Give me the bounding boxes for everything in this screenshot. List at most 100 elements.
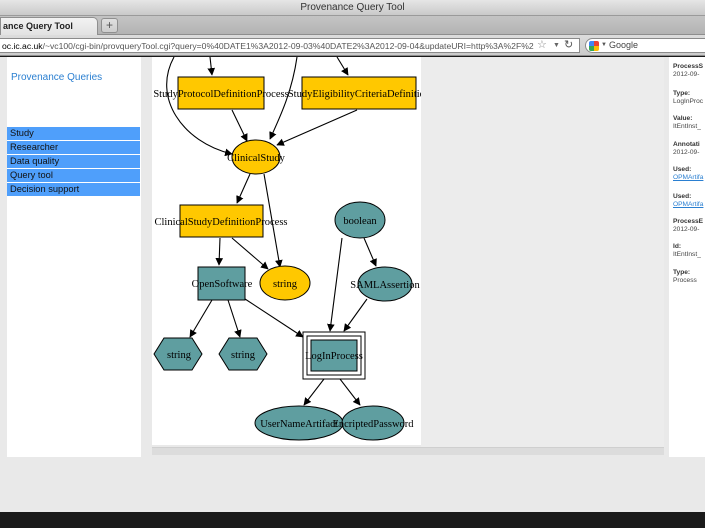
address-bar[interactable]: oc.ic.ac.uk/~vc100/cgi-bin/provqueryTool… (0, 38, 580, 53)
detail-link[interactable]: OPMArtifa (673, 201, 704, 208)
graph-node-study-protocol[interactable]: StudyProtocolDefinitionProcess (153, 76, 289, 110)
edge-protocol-to-clinicalstudy (231, 109, 248, 142)
search-engine-dropdown-icon[interactable]: ▼ (601, 42, 607, 48)
browser-tab[interactable]: ance Query Tool (0, 17, 98, 35)
graph-edges (166, 57, 377, 406)
window-title-bar: Provenance Query Tool (0, 0, 705, 16)
edge-top-to-protocol (207, 57, 216, 76)
detail-item: Used: OPMArtifa (673, 193, 705, 209)
graph-node-string-yellow[interactable]: string (259, 265, 311, 301)
node-label-login-process: LogInProcess (305, 351, 363, 362)
window-title: Provenance Query Tool (300, 2, 405, 13)
sidebar-item-study[interactable]: Study (7, 127, 140, 141)
graph-node-encrypted-password[interactable]: EncriptedPassword (332, 405, 414, 441)
graph-node-string-hex-2[interactable]: string (218, 337, 268, 371)
graph-node-clinical-study[interactable]: ClinicalStudy (227, 139, 286, 175)
url-host: oc.ic.ac.uk (2, 41, 43, 51)
details-panel: ProcessS 2012-09- Type: LogInProc Value:… (669, 57, 705, 457)
detail-item: ProcessE 2012-09- (673, 218, 705, 234)
detail-item: Id: ItEntInst_ (673, 243, 705, 259)
detail-item: Annotati 2012-09- (673, 141, 705, 157)
content-gap (421, 57, 664, 447)
edge-saml-to-login (343, 298, 368, 332)
detail-label: Used: (673, 166, 692, 173)
reload-icon[interactable]: ↻ (564, 39, 574, 51)
detail-item: Type: LogInProc (673, 90, 705, 106)
sidebar-item-researcher[interactable]: Researcher (7, 141, 140, 155)
edge-opensoftware-to-login (241, 296, 304, 338)
detail-value: LogInProc (673, 98, 704, 105)
sidebar-item-decision-support[interactable]: Decision support (7, 183, 140, 197)
edge-top-to-eligibility (336, 57, 349, 76)
horizontal-scrollbar[interactable] (152, 447, 664, 455)
edge-boolean-to-saml (363, 237, 377, 267)
sidebar-item-query-tool[interactable]: Query tool (7, 169, 140, 183)
detail-item: Used: OPMArtifa (673, 166, 705, 182)
edge-login-to-username (303, 378, 325, 406)
detail-label: Type: (673, 90, 691, 97)
node-label-string-hex-1: string (167, 350, 192, 361)
detail-link[interactable]: OPMArtifa (673, 174, 704, 181)
detail-value: ItEntInst_ (673, 251, 701, 258)
edge-top-to-clinicalstudy (269, 57, 298, 140)
detail-label: Type: (673, 269, 691, 276)
detail-label: ProcessS (673, 63, 704, 70)
edge-definition-to-opensoftware (215, 237, 224, 266)
graph-node-saml-assertion[interactable]: SAMLAssertion (350, 266, 420, 302)
detail-label: Used: (673, 193, 692, 200)
detail-value: 2012-09- (673, 149, 700, 156)
sidebar-menu: Study Researcher Data quality Query tool… (7, 127, 140, 197)
graph-node-open-software[interactable]: OpenSoftware (192, 266, 253, 301)
node-label-study-eligibility: StudyEligibilityCriteriaDefinition (288, 89, 421, 100)
detail-label: Value: (673, 115, 693, 122)
detail-value: Process (673, 277, 697, 284)
new-tab-button[interactable]: + (101, 18, 118, 33)
url-history-dropdown-icon[interactable]: ▼ (553, 42, 560, 49)
detail-label: ProcessE (673, 218, 704, 225)
navigation-bar: oc.ic.ac.uk/~vc100/cgi-bin/provqueryTool… (0, 35, 705, 56)
url-path: /~vc100/cgi-bin/provqueryTool.cgi?query=… (42, 41, 534, 51)
search-field[interactable]: ▼ Google (585, 38, 705, 53)
node-label-clinical-study-definition: ClinicalStudyDefinitionProcess (155, 217, 288, 228)
sidebar-title[interactable]: Provenance Queries (11, 72, 103, 83)
tab-bar: ance Query Tool + (0, 16, 705, 35)
google-logo-icon[interactable] (589, 41, 599, 51)
detail-label: Annotati (673, 141, 700, 148)
sidebar: Provenance Queries Study Researcher Data… (7, 57, 141, 457)
node-label-encrypted-password: EncriptedPassword (332, 419, 414, 430)
edge-clinicalstudy-to-definition (236, 173, 251, 204)
graph-node-login-process[interactable]: LogInProcess (302, 331, 366, 380)
detail-value: 2012-09- (673, 226, 700, 233)
node-label-study-protocol: StudyProtocolDefinitionProcess (153, 89, 288, 100)
search-placeholder: Google (609, 40, 639, 50)
sidebar-item-data-quality[interactable]: Data quality (7, 155, 140, 169)
edge-login-to-password (339, 378, 361, 406)
window-bottom-edge (0, 512, 705, 528)
provenance-graph: StudyProtocolDefinitionProcess StudyElig… (153, 57, 421, 441)
browser-tab-label: ance Query Tool (3, 21, 73, 31)
detail-item: Value: ItEntInst_ (673, 115, 705, 131)
edge-opensoftware-to-hex2 (227, 299, 242, 338)
edge-boolean-to-login (327, 237, 343, 332)
detail-item: Type: Process (673, 269, 705, 285)
node-label-open-software: OpenSoftware (192, 279, 253, 290)
detail-label: Id: (673, 243, 682, 250)
node-label-saml-assertion: SAMLAssertion (350, 280, 420, 291)
node-label-username-artifact: UserNameArtifact (260, 419, 338, 430)
edge-curve-left (166, 57, 233, 157)
bookmark-star-icon[interactable]: ☆ (537, 39, 547, 51)
detail-item: ProcessS 2012-09- (673, 63, 705, 79)
detail-value: 2012-09- (673, 71, 700, 78)
graph-node-clinical-study-definition[interactable]: ClinicalStudyDefinitionProcess (155, 204, 288, 238)
node-label-string-hex-2: string (231, 350, 256, 361)
graph-node-boolean[interactable]: boolean (334, 201, 386, 239)
graph-node-study-eligibility[interactable]: StudyEligibilityCriteriaDefinition (288, 76, 421, 110)
graph-node-string-hex-1[interactable]: string (153, 337, 203, 371)
provenance-graph-panel: StudyProtocolDefinitionProcess StudyElig… (152, 57, 421, 445)
node-label-clinical-study: ClinicalStudy (227, 153, 286, 164)
node-label-string-yellow: string (273, 279, 298, 290)
detail-value: ItEntInst_ (673, 123, 701, 130)
page-viewport: Provenance Queries Study Researcher Data… (0, 57, 705, 512)
edge-opensoftware-to-hex1 (189, 299, 213, 338)
graph-node-username-artifact[interactable]: UserNameArtifact (254, 405, 344, 441)
